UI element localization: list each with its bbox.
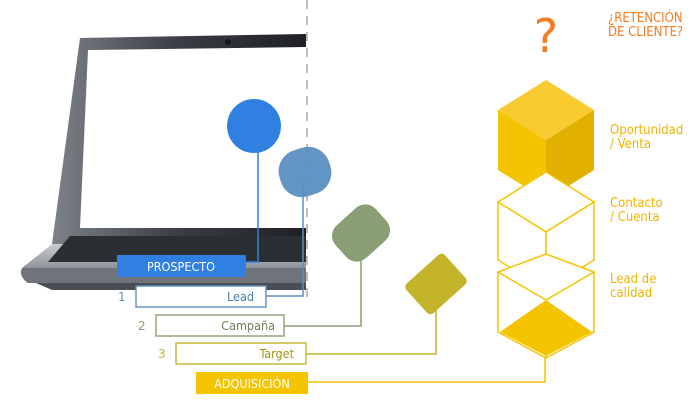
top-cube-opportunity bbox=[498, 80, 594, 200]
bottom-cube-lead bbox=[497, 253, 595, 359]
stage-label-lead-calidad-line1: Lead de bbox=[610, 272, 657, 287]
laptop-illustration bbox=[20, 34, 306, 290]
stage-label-lead-calidad: Lead de calidad bbox=[610, 273, 656, 300]
campana-box bbox=[155, 314, 285, 337]
retention-question-line2: DE CLIENTE? bbox=[608, 24, 684, 40]
connector-prospecto bbox=[246, 145, 259, 263]
adquisicion-box bbox=[196, 372, 308, 394]
stage-label-oportunidad-line2: / Venta bbox=[610, 136, 652, 152]
target-box bbox=[175, 342, 307, 365]
campaign-blob-shape bbox=[331, 204, 391, 262]
stage-label-oportunidad-line1: Oportunidad bbox=[610, 123, 684, 138]
adquisicion-label: ADQUISICIÓN bbox=[214, 376, 290, 391]
step-number-2: 2 bbox=[138, 319, 146, 333]
connector-campana bbox=[284, 238, 362, 327]
step-number-3: 3 bbox=[158, 347, 166, 361]
lead-blob-shape bbox=[278, 146, 332, 198]
campana-label: Campaña bbox=[221, 318, 275, 333]
connector-lead bbox=[266, 180, 304, 297]
lead-label: Lead bbox=[227, 289, 254, 304]
laptop-screen bbox=[80, 47, 306, 228]
stage-label-contacto-line1: Contacto bbox=[610, 196, 663, 211]
stage-label-contacto: Contacto / Cuenta bbox=[610, 197, 663, 224]
prospecto-label: PROSPECTO bbox=[147, 259, 215, 274]
camera-icon bbox=[225, 39, 231, 45]
prospecto-box bbox=[117, 255, 246, 277]
step-number-1: 1 bbox=[118, 290, 126, 304]
stage-label-contacto-line2: / Cuenta bbox=[610, 209, 660, 225]
retention-question-line1: ¿RETENCIÓN bbox=[608, 11, 683, 26]
target-diamond-shape bbox=[405, 253, 467, 315]
connector-target bbox=[306, 293, 437, 355]
stage-label-oportunidad: Oportunidad / Venta bbox=[610, 124, 683, 151]
prospect-circle-shape bbox=[227, 99, 281, 153]
question-mark-icon: ? bbox=[534, 9, 558, 63]
lead-box bbox=[135, 285, 267, 308]
retention-question: ¿RETENCIÓN DE CLIENTE? bbox=[608, 12, 683, 39]
stage-label-lead-calidad-line2: calidad bbox=[610, 285, 653, 301]
target-label: Target bbox=[258, 346, 294, 361]
